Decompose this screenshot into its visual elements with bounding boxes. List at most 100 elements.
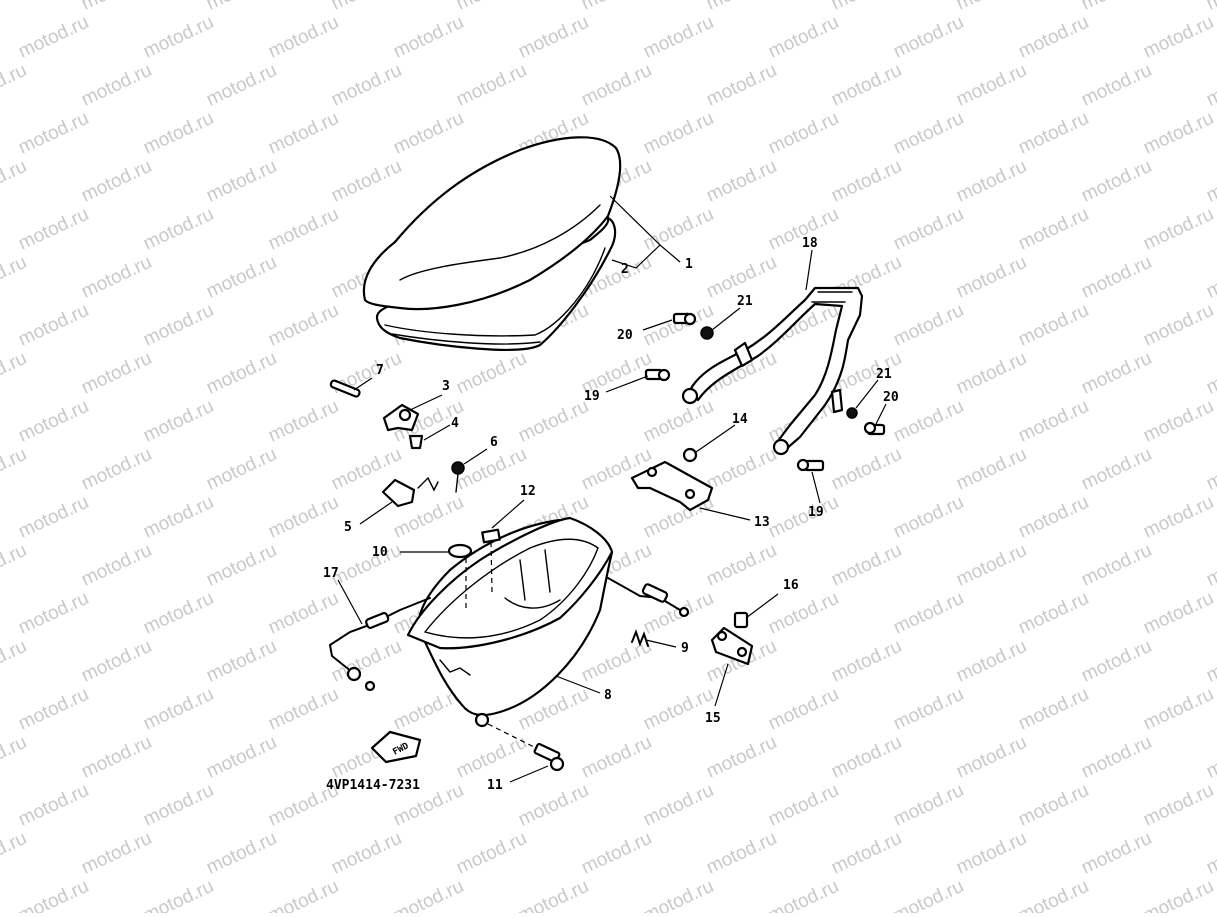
watermark-text: motod.ru [0,348,30,399]
cable-clip [346,666,362,682]
lock-15-hole [716,630,728,642]
watermark-text: motod.ru [828,540,905,591]
watermark-text: motod.ru [1078,252,1155,303]
watermark-text: motod.ru [453,444,530,495]
watermark-text: motod.ru [1140,684,1217,735]
nut-21-right [846,407,858,419]
watermark-text: motod.ru [0,0,30,15]
watermark-text: motod.ru [703,732,780,783]
callout-18: 18 [802,236,818,251]
callout-11: 11 [487,778,503,793]
watermark-text: motod.ru [15,876,92,913]
watermark-text: motod.ru [1203,828,1217,879]
leader-14 [695,424,736,453]
watermark-text: motod.ru [515,876,592,913]
watermark-text: motod.ru [203,0,280,15]
watermark-text: motod.ru [1203,252,1217,303]
watermark-text: motod.ru [1078,540,1155,591]
watermark-text: motod.ru [1078,348,1155,399]
watermark-text: motod.ru [15,588,92,639]
leader-1 [609,195,661,269]
watermark-text: motod.ru [390,876,467,913]
bolt-19-left-head [657,368,671,382]
watermark-text: motod.ru [1015,204,1092,255]
watermark-text: motod.ru [640,780,717,831]
watermark-text: motod.ru [328,828,405,879]
watermark-text: motod.ru [953,732,1030,783]
watermark-text: motod.ru [0,828,30,879]
watermark-text: motod.ru [140,876,217,913]
watermark-text: motod.ru [15,12,92,63]
watermark-text: motod.ru [15,300,92,351]
leader-3 [409,394,443,411]
watermark-text: motod.ru [140,396,217,447]
seat-cushion-part [362,136,622,311]
watermark-text: motod.ru [640,876,717,913]
bracket-13-part [630,460,714,512]
watermark-text: motod.ru [890,780,967,831]
watermark-text: motod.ru [890,492,967,543]
callout-19-right: 19 [808,505,824,520]
watermark-text: motod.ru [953,444,1030,495]
watermark-text: motod.ru [578,0,655,15]
watermark-text: motod.ru [765,876,842,913]
watermark-text: motod.ru [1078,444,1155,495]
fasteners [644,312,886,472]
bracket-hole-2 [684,488,696,500]
watermark-text: motod.ru [1140,108,1217,159]
watermark-text: motod.ru [1203,540,1217,591]
watermark-text: motod.ru [703,444,780,495]
seat-base-edge [384,247,606,337]
hook-3-hole [398,408,412,422]
watermark-text: motod.ru [765,780,842,831]
callout-21-right: 21 [876,367,892,382]
watermark-text: motod.ru [0,636,30,687]
bolt-20-left-head [683,312,697,326]
callout-3: 3 [442,379,450,394]
spring-9-part [631,629,649,647]
callout-7: 7 [376,363,384,378]
watermark-text: motod.ru [78,0,155,15]
leader-15 [714,663,729,707]
storage-box-assembly [406,516,614,728]
storage-box-rim [406,516,614,650]
watermark-text: motod.ru [640,204,717,255]
watermark-text: motod.ru [1140,12,1217,63]
watermark-text: motod.ru [953,636,1030,687]
clip-4-part [408,434,424,450]
watermark-text: motod.ru [15,108,92,159]
watermark-text: motod.ru [140,12,217,63]
watermark-text: motod.ru [265,876,342,913]
callout-8: 8 [604,688,612,703]
watermark-text: motod.ru [640,396,717,447]
leader-5 [359,501,393,525]
watermark-text: motod.ru [265,684,342,735]
watermark-text: motod.ru [890,300,967,351]
watermark-text: motod.ru [890,396,967,447]
callout-13: 13 [754,515,770,530]
watermark-text: motod.ru [203,156,280,207]
callout-21-left: 21 [737,294,753,309]
callout-17: 17 [323,566,339,581]
watermark-text: motod.ru [140,780,217,831]
watermark-text: motod.ru [203,732,280,783]
watermark-text: motod.ru [828,156,905,207]
watermark-text: motod.ru [15,492,92,543]
watermark-text: motod.ru [15,204,92,255]
watermark-text: motod.ru [953,156,1030,207]
grab-rail-tab-2 [830,388,844,414]
watermark-text: motod.ru [265,492,342,543]
bracket-hole-1 [646,466,658,478]
lock-15-hole-2 [736,646,748,658]
watermark-text: motod.ru [953,252,1030,303]
cable-sleeve [641,583,669,603]
watermark-text: motod.ru [1078,60,1155,111]
watermark-text: motod.ru [1203,348,1217,399]
leader-12 [491,499,525,529]
watermark-text: motod.ru [1015,396,1092,447]
seat-assembly [362,136,622,351]
leader-lines [337,195,887,783]
watermark-text: motod.ru [640,12,717,63]
